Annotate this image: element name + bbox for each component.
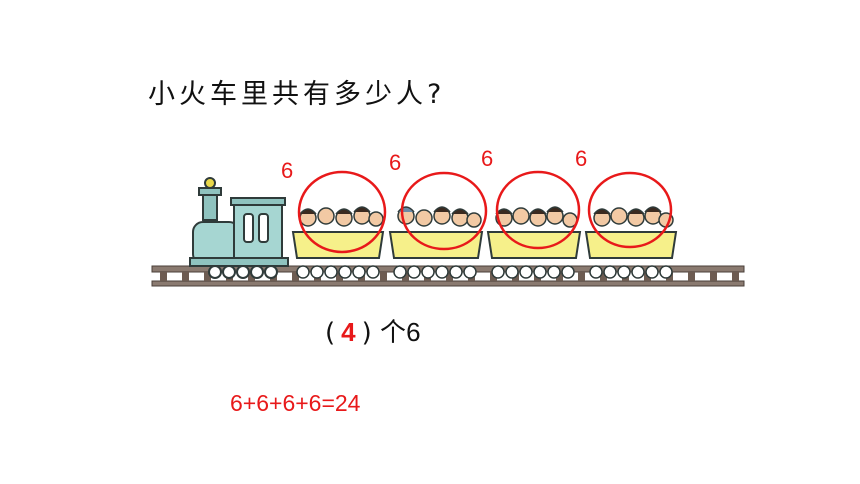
group-circle-4: [587, 171, 673, 249]
group-label-3: 6: [481, 146, 494, 171]
group-label-1: 6: [281, 158, 294, 183]
measure-word: 个: [380, 318, 407, 348]
train-car-3: [486, 206, 582, 279]
train-car-4: [584, 206, 678, 279]
addition-equation: 6+6+6+6=24: [230, 390, 361, 416]
locomotive: [189, 177, 289, 279]
group-circle-2: [400, 171, 488, 251]
train-car-1: [291, 206, 385, 279]
group-circle-3: [495, 170, 581, 250]
group-size: 6: [406, 317, 421, 347]
close-paren: ): [361, 318, 372, 348]
group-circles: [297, 170, 673, 254]
group-label-2: 6: [389, 150, 402, 175]
group-count-statement: (4) 个6: [325, 312, 421, 349]
question-text: 小火车里共有多少人?: [148, 79, 446, 110]
group-count-answer: 4: [341, 317, 356, 347]
train-car-2: [388, 206, 484, 279]
group-circle-1: [297, 170, 387, 254]
open-paren: (: [325, 318, 336, 348]
group-label-4: 6: [575, 146, 588, 171]
